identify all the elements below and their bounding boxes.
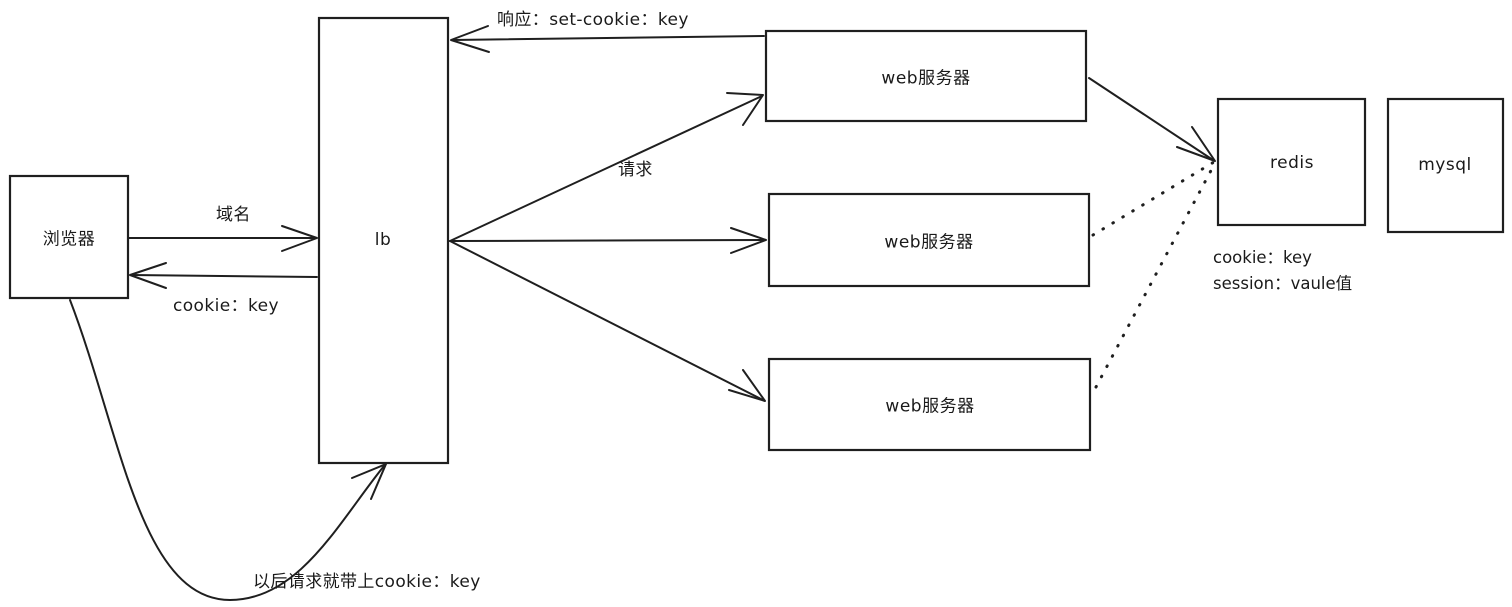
edge-label-response-set-cookie: 响应：set-cookie：key	[497, 10, 689, 30]
edge-lb-to-web1-request	[449, 92, 764, 242]
node-lb-box[interactable]	[317, 16, 450, 465]
edge-web1-to-redis	[1088, 77, 1216, 162]
node-mysql-box[interactable]	[1386, 97, 1505, 234]
node-web-server-2-label: web服务器	[884, 232, 974, 253]
edge-label-subsequent-request: 以后请求就带上cookie：key	[253, 572, 481, 592]
edge-lb-to-browser-cookie	[129, 262, 318, 289]
node-mysql-label: mysql	[1418, 155, 1472, 175]
node-browser-box[interactable]	[8, 174, 130, 300]
node-web-server-1-box[interactable]	[764, 29, 1088, 123]
edge-label-cookie-key: cookie：key	[173, 296, 279, 316]
edge-browser-to-lb-domain	[128, 225, 318, 252]
node-web-server-3-label: web服务器	[885, 396, 975, 417]
edge-label-request: 请求	[618, 160, 653, 180]
edge-web2-to-redis-dotted	[1091, 160, 1216, 237]
edge-browser-to-lb-subsequent-request	[69, 299, 387, 601]
redis-contents-annotation: cookie：key session：vaule值	[1213, 245, 1352, 296]
node-redis-box[interactable]	[1216, 97, 1367, 227]
edge-lb-to-web2	[449, 227, 767, 254]
node-web-server-3-box[interactable]	[767, 357, 1092, 452]
annotation-line-session: session：vaule值	[1213, 273, 1353, 293]
node-redis-label: redis	[1270, 153, 1314, 173]
node-lb-label: lb	[374, 230, 392, 250]
annotation-line-cookie: cookie：key	[1213, 248, 1312, 267]
node-web-server-1-label: web服务器	[881, 68, 971, 89]
edge-lb-to-web3	[449, 240, 766, 402]
edge-label-domain-name: 域名	[216, 205, 251, 225]
edge-web1-to-lb-response	[450, 25, 765, 53]
edge-web3-to-redis-dotted	[1094, 161, 1217, 389]
node-browser-label: 浏览器	[42, 229, 96, 250]
node-web-server-2-box[interactable]	[767, 192, 1091, 288]
